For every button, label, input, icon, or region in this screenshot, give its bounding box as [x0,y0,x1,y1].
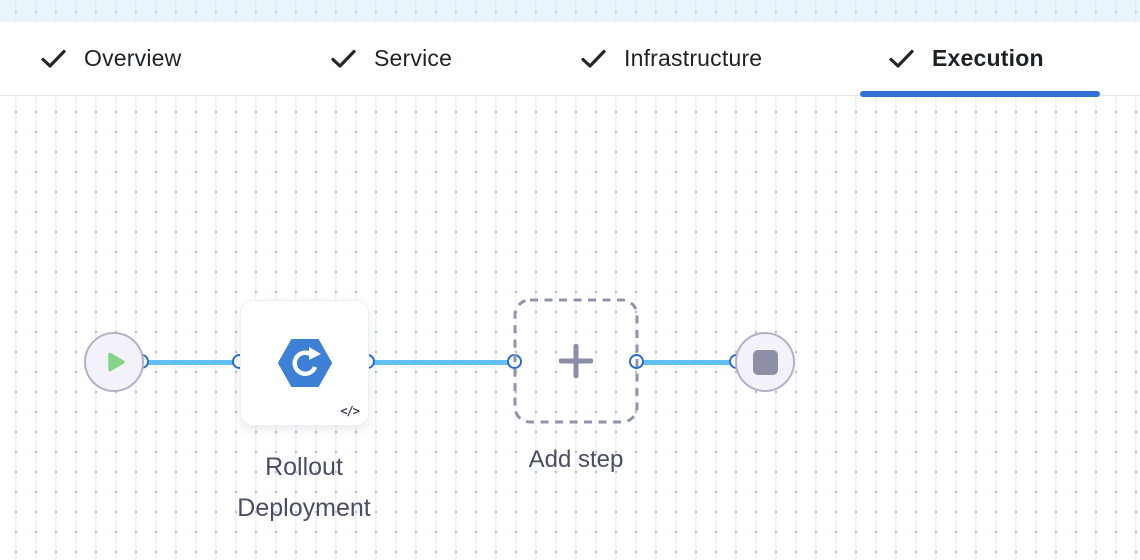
plus-icon [559,344,593,378]
edge-addstep-to-end [637,360,737,365]
add-step-label: Add step [528,446,624,473]
step-label-line2: Deployment [237,494,371,522]
rollout-deployment-hexagon-icon [277,339,332,387]
check-icon [889,49,914,68]
edge-start-to-step [142,360,240,365]
step-label-line1: Rollout [265,453,343,481]
play-icon [107,352,125,372]
stage-tabbar: Overview Service Infrastructure Executio… [0,22,1140,97]
edge-step-to-addstep [368,360,515,365]
canvas-top-strip [0,0,1140,22]
tab-overview[interactable]: Overview [40,22,181,95]
tab-execution-label: Execution [932,45,1044,71]
pipeline-start-node[interactable] [84,332,144,392]
check-icon [581,49,606,68]
pipeline-end-node[interactable] [735,332,795,392]
stop-icon [752,349,778,375]
tab-service[interactable]: Service [330,22,452,95]
code-icon: </> [340,404,360,418]
check-icon [331,49,356,68]
step-node-rollout-deployment[interactable]: </> [240,300,369,426]
active-tab-underline [860,91,1100,97]
tab-overview-label: Overview [84,45,182,71]
tab-execution[interactable]: Execution [888,22,1044,95]
check-icon [41,49,66,68]
add-step-button[interactable] [513,298,639,424]
tab-infrastructure[interactable]: Infrastructure [580,22,762,95]
dashed-frame [513,298,639,424]
tab-infrastructure-label: Infrastructure [624,45,763,71]
step-node-label: Rollout Deployment [204,447,404,529]
tab-service-label: Service [374,45,453,71]
